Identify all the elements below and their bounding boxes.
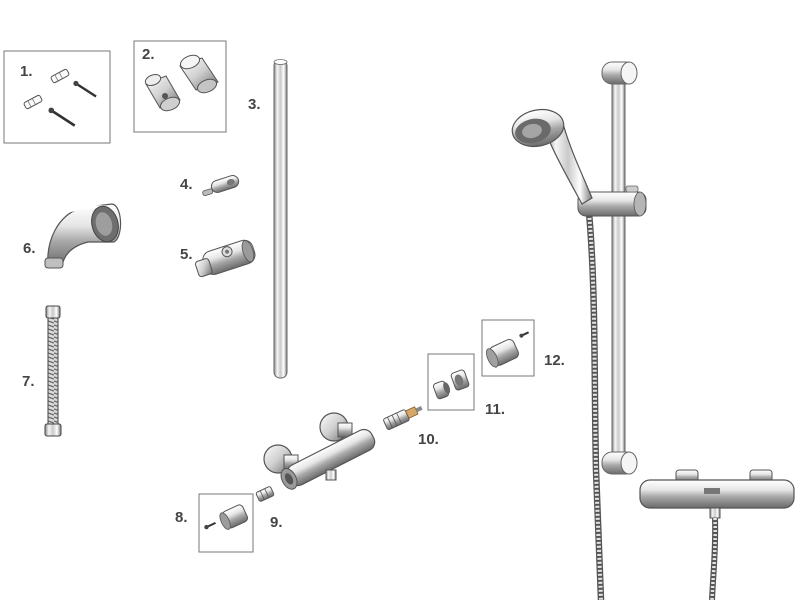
part-1-wall-plugs-and-screws: 1. (3, 50, 111, 144)
nut-icon (450, 369, 470, 391)
bracket-icon (144, 73, 181, 112)
riser-rail-icon (273, 59, 288, 379)
part-1-label: 1. (20, 63, 33, 80)
grub-screw-icon (519, 331, 530, 338)
part-11-cartridge-nuts: 11. (427, 353, 505, 418)
part-12-box (481, 319, 535, 377)
part-11-box (427, 353, 475, 411)
part-6-label: 6. (23, 240, 36, 257)
hose-nut-icon (44, 423, 62, 437)
assembled-hose-icon (584, 201, 605, 600)
assembled-top-bracket-icon (601, 61, 638, 85)
part-10-thermostatic-cartridge: 10. (383, 406, 439, 448)
bracket-icon (179, 54, 219, 94)
part-8-end-cap: 8. (175, 493, 254, 553)
assembled-shower-kit (511, 61, 795, 600)
part-9-connector: 9. (255, 486, 283, 531)
shower-handset-icon (44, 203, 122, 269)
connector-icon (255, 486, 275, 502)
nut-icon (432, 380, 451, 400)
part-11-label: 11. (485, 401, 505, 418)
part-2-wall-brackets: 2. (133, 40, 227, 133)
part-3-label: 3. (248, 96, 261, 113)
part-12-control-knob: 12. (481, 319, 565, 377)
hose-body-icon (47, 317, 59, 425)
assembled-bottom-bracket-icon (601, 451, 638, 475)
part-2-box (133, 40, 227, 133)
part-4-rail-clip: 4. (180, 175, 240, 197)
part-1-box (3, 50, 111, 144)
screw-icon (48, 107, 76, 127)
control-knob-icon (486, 339, 519, 368)
part-9-label: 9. (270, 514, 283, 531)
part-5-label: 5. (180, 246, 193, 263)
assembled-bar-valve-icon (639, 469, 795, 600)
part-6-shower-handset: 6. (23, 203, 122, 269)
assembled-slider-icon (577, 185, 647, 217)
rail-clip-icon (202, 175, 240, 197)
grub-screw-icon (204, 521, 216, 530)
end-cap-icon (219, 504, 249, 530)
part-7-label: 7. (22, 373, 35, 390)
part-10-label: 10. (418, 431, 439, 448)
part-8-box (198, 493, 254, 553)
screw-icon (73, 80, 97, 98)
slider-holder-icon (194, 239, 256, 278)
part-2-label: 2. (142, 46, 155, 63)
hose-nut-icon (45, 305, 61, 319)
assembled-rail-icon (611, 73, 626, 467)
part-4-label: 4. (180, 176, 193, 193)
part-12-label: 12. (544, 352, 565, 369)
part-5-slider-holder: 5. (180, 239, 256, 278)
wall-plug-icon (50, 68, 70, 84)
assembled-handset-icon (511, 108, 593, 205)
part-7-shower-hose: 7. (22, 305, 62, 437)
bar-valve-body (263, 412, 376, 490)
part-8-label: 8. (175, 509, 188, 526)
part-3-riser-rail: 3. (248, 59, 288, 379)
cartridge-icon (383, 406, 423, 431)
wall-plug-icon (23, 94, 43, 110)
